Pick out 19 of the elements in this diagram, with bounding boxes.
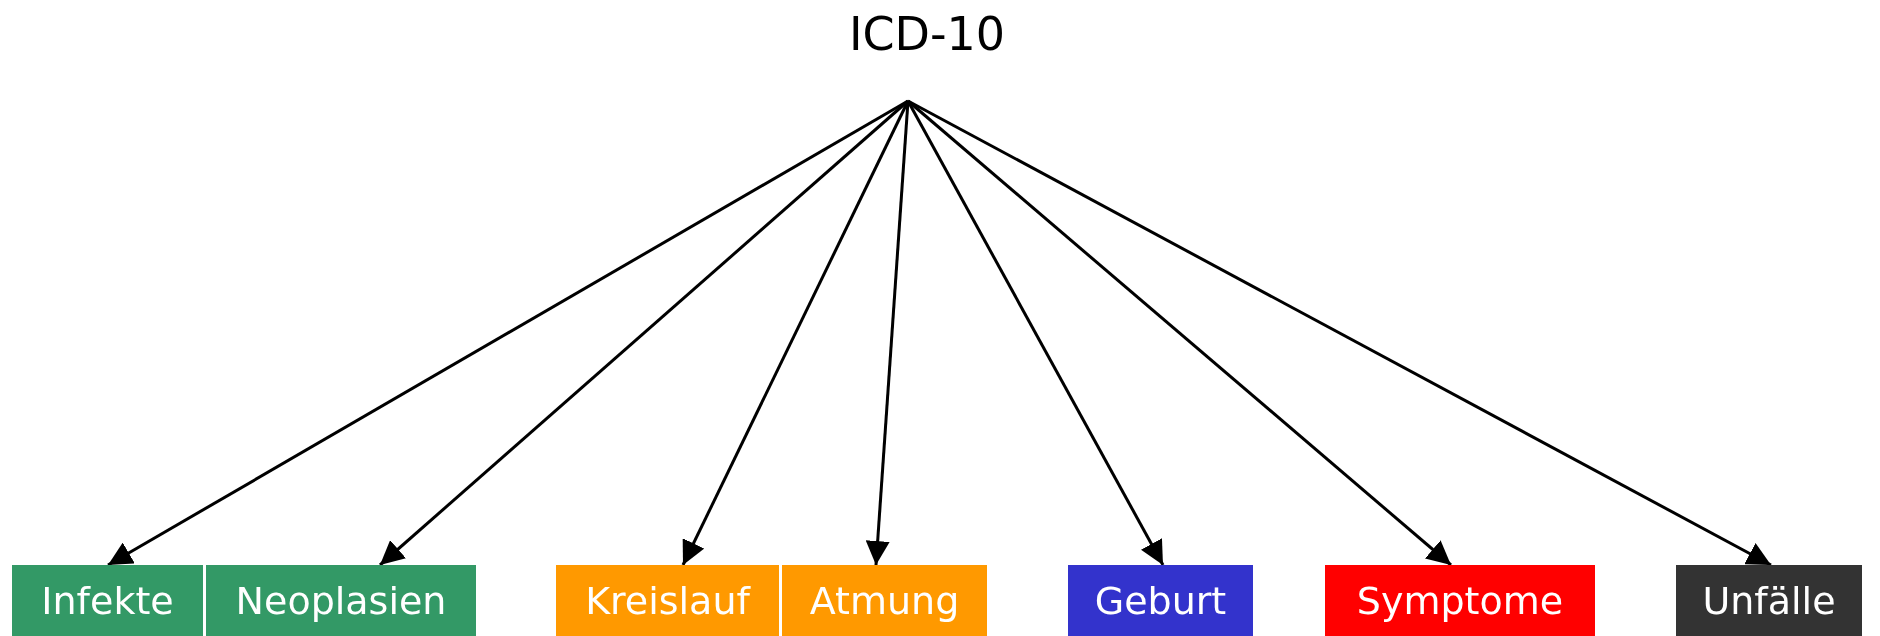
- category-box: [556, 565, 779, 636]
- category-label: Symptome: [1356, 578, 1564, 623]
- arrow: [907, 99, 1772, 567]
- category-box: [1676, 565, 1862, 636]
- category-label: Kreislauf: [585, 578, 750, 623]
- arrow: [379, 99, 909, 567]
- category-label: Neoplasien: [235, 578, 447, 623]
- category-box: [1068, 565, 1253, 636]
- category-box: [1325, 565, 1595, 636]
- title-text: ICD-10: [848, 7, 1006, 61]
- category-label: Unfälle: [1702, 578, 1836, 623]
- arrow: [906, 100, 1165, 566]
- arrow: [907, 99, 1452, 567]
- category-label: Infekte: [41, 578, 174, 623]
- category-label: Geburt: [1094, 578, 1227, 623]
- category-label: Atmung: [809, 578, 960, 623]
- category-box: [205, 565, 476, 636]
- category-box: [781, 565, 987, 636]
- category-box: [12, 565, 203, 636]
